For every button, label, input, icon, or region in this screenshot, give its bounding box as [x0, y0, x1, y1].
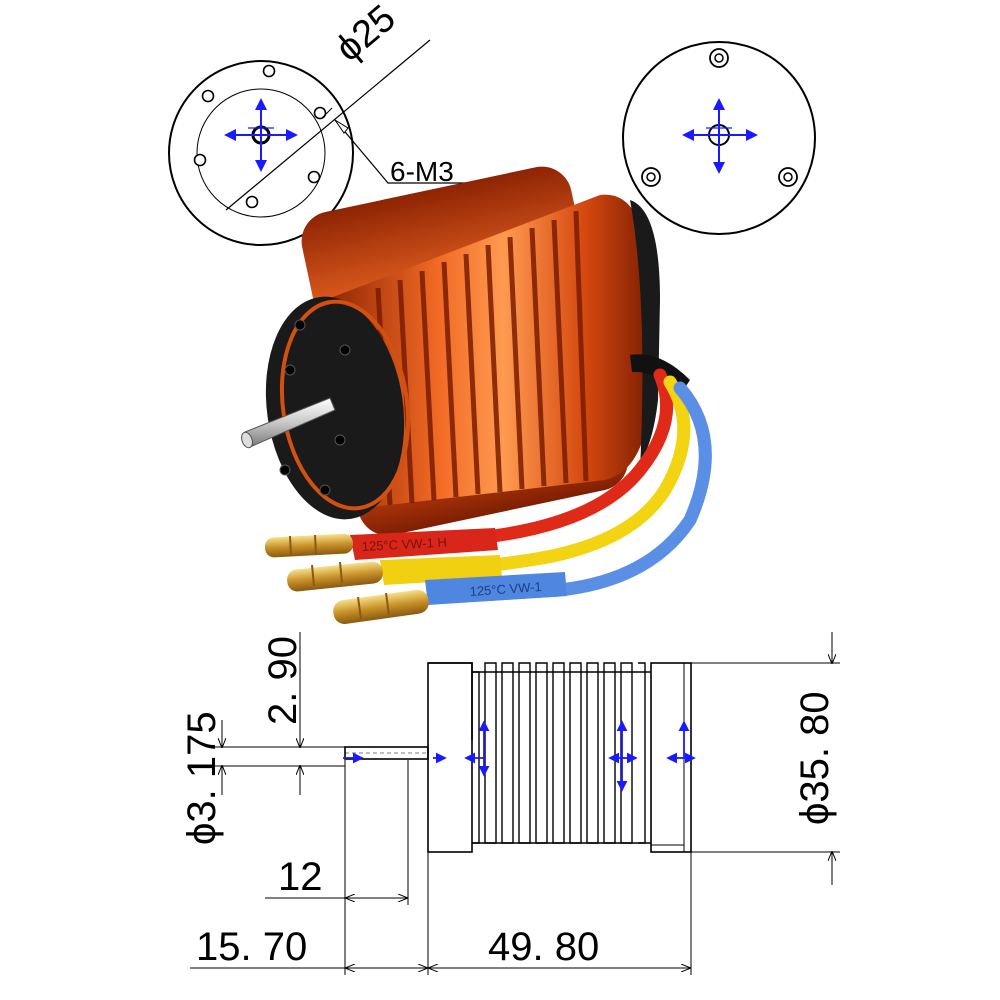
motor-body [241, 194, 690, 520]
wire-print-blue: 125°C VW-1 [469, 579, 542, 599]
dim-body-diameter-label: ϕ35. 80 [793, 691, 837, 825]
dim-body-diameter [691, 632, 840, 885]
connector-blue [333, 589, 429, 625]
hole [307, 170, 321, 184]
hole [193, 153, 207, 167]
diameter-leader [225, 39, 431, 211]
center-marker [682, 98, 758, 174]
diameter-label: ϕ25 [328, 0, 404, 70]
connector-yellow [287, 561, 383, 592]
dim-shaft-inner [265, 760, 409, 975]
side-view-dimension-labels: 2. 90 ϕ3. 175 ϕ35. 80 12 15. 70 49. 80 [180, 636, 837, 969]
motor-wires [433, 368, 712, 602]
connector-red [264, 533, 353, 558]
wire-sleeves: 125°C VW-1 H 125°C VW-1 [350, 528, 567, 605]
dim-body-length-label: 49. 80 [488, 925, 599, 969]
holes-leader [334, 119, 470, 184]
dim-shaft-inner-label: 12 [278, 855, 323, 899]
holes-label: 6-M3 [390, 156, 454, 187]
bolt-circle [196, 88, 326, 218]
dim-shaft-length-label: 15. 70 [196, 925, 307, 969]
rear-view-outline [622, 41, 816, 235]
dim-lengths [190, 852, 692, 975]
side-view [190, 632, 840, 975]
hole [262, 64, 276, 78]
hole [313, 106, 327, 120]
dim-shaft-offset-label: 2. 90 [261, 636, 305, 725]
rear-view [622, 41, 816, 235]
dim-shaft-diameter [212, 720, 300, 795]
center-marker [224, 98, 298, 172]
wire-yellow [453, 375, 691, 577]
hole [201, 89, 215, 103]
bullet-connectors [264, 533, 429, 625]
wire-red [433, 368, 674, 552]
side-view-fins [472, 662, 651, 844]
dim-shaft-diameter-label: ϕ3. 175 [180, 711, 224, 845]
front-view-outline [168, 60, 354, 246]
wire-blue [473, 381, 712, 602]
motor-illustration: 125°C VW-1 H 125°C VW-1 [241, 166, 712, 625]
wire-print-red: 125°C VW-1 H [361, 535, 447, 554]
dim-shaft-offset [300, 632, 345, 795]
side-view-body [428, 662, 473, 740]
side-view-markers [343, 720, 696, 792]
hole [245, 195, 259, 209]
